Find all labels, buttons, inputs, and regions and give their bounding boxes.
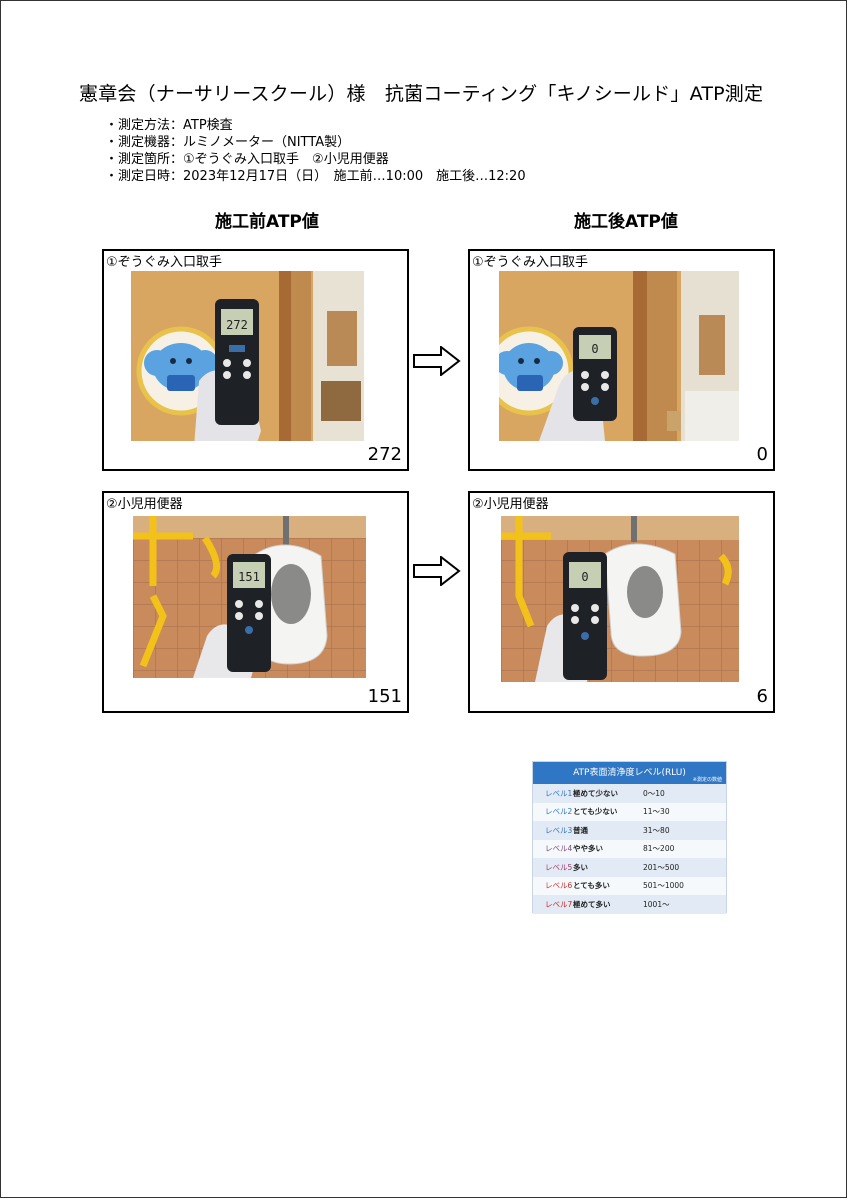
atp-row: レベル6 とても多い 501～1000: [533, 876, 726, 895]
level-label: レベル7: [545, 899, 573, 909]
level-range: 11～30: [643, 807, 670, 817]
level-range: 81～200: [643, 844, 675, 854]
meta-datetime: ・測定日時：2023年12月17日（日） 施工前…10:00 施工後…12:20: [105, 169, 526, 184]
level-label: レベル4: [545, 844, 573, 854]
atp-row: レベル3 普通 31～80: [533, 821, 726, 840]
atp-row: レベル1 極めて少ない 0～10: [533, 784, 726, 803]
atp-value: 0: [756, 444, 768, 465]
toilet-photo-after: 0: [501, 516, 739, 682]
panel-after-toilet: ②小児用便器 0: [468, 491, 775, 713]
atp-table-header: ATP表面清浄度レベル(RLU) ※測定の数値: [533, 762, 726, 784]
page-title: 憲章会（ナーサリースクール）様 抗菌コーティング「キノシールド」ATP測定: [79, 83, 764, 105]
atp-value: 272: [367, 444, 402, 465]
measurement-info: ・測定方法：ATP検査 ・測定機器：ルミノメーター（NITTA製） ・測定箇所：…: [105, 117, 526, 185]
level-description: 普通: [573, 825, 588, 835]
atp-table-rows: レベル1 極めて少ない 0～10 レベル2 とても少ない 11～30 レベル3 …: [533, 784, 726, 914]
level-range: 31～80: [643, 825, 670, 835]
level-description: 極めて少ない: [573, 788, 618, 798]
level-range: 201～500: [643, 862, 680, 872]
door-handle-photo-after: 0: [499, 271, 739, 441]
panel-before-toilet: ②小児用便器 151: [102, 491, 409, 713]
meter-reading: 151: [238, 570, 260, 584]
atp-row: レベル2 とても少ない 11～30: [533, 802, 726, 821]
level-label: レベル1: [545, 788, 573, 798]
level-description: 極めて多い: [573, 899, 611, 909]
right-arrow-icon: [413, 556, 461, 586]
level-label: レベル2: [545, 807, 573, 817]
level-description: とても少ない: [573, 807, 618, 817]
level-description: とても多い: [573, 881, 610, 891]
after-column-heading: 施工後ATP値: [574, 212, 678, 232]
meter-reading: 0: [591, 342, 598, 356]
meter-reading: 272: [226, 318, 248, 332]
atp-row: レベル4 やや多い 81～200: [533, 839, 726, 858]
level-label: レベル3: [545, 825, 573, 835]
level-range: 1001～: [643, 899, 670, 909]
atp-table-note: ※測定の数値: [692, 777, 722, 783]
panel-label: ②小児用便器: [472, 497, 549, 512]
meta-location: ・測定箇所：①ぞうぐみ入口取手 ②小児用便器: [105, 152, 389, 167]
atp-level-table: ATP表面清浄度レベル(RLU) ※測定の数値 レベル1 極めて少ない 0～10…: [532, 761, 727, 914]
before-column-heading: 施工前ATP値: [215, 212, 319, 232]
meta-method: ・測定方法：ATP検査: [105, 118, 233, 133]
level-description: 多い: [573, 862, 588, 872]
door-handle-photo-before: 272: [131, 271, 364, 441]
level-description: やや多い: [573, 844, 603, 854]
atp-value: 6: [756, 686, 768, 707]
atp-row: レベル7 極めて多い 1001～: [533, 895, 726, 914]
panel-after-door-handle: ①ぞうぐみ入口取手 0: [468, 249, 775, 471]
level-label: レベル5: [545, 862, 573, 872]
panel-before-door-handle: ①ぞうぐみ入口取手 272: [102, 249, 409, 471]
atp-value: 151: [367, 686, 402, 707]
toilet-photo-before: 151: [133, 516, 366, 678]
level-label: レベル6: [545, 881, 573, 891]
level-range: 0～10: [643, 788, 665, 798]
atp-row: レベル5 多い 201～500: [533, 858, 726, 877]
meta-device: ・測定機器：ルミノメーター（NITTA製）: [105, 135, 351, 150]
panel-label: ①ぞうぐみ入口取手: [472, 255, 589, 270]
atp-table-title: ATP表面清浄度レベル(RLU): [573, 768, 686, 778]
panel-label: ②小児用便器: [106, 497, 183, 512]
meter-reading: 0: [581, 570, 588, 584]
right-arrow-icon: [413, 346, 461, 376]
panel-label: ①ぞうぐみ入口取手: [106, 255, 223, 270]
level-range: 501～1000: [643, 881, 684, 891]
